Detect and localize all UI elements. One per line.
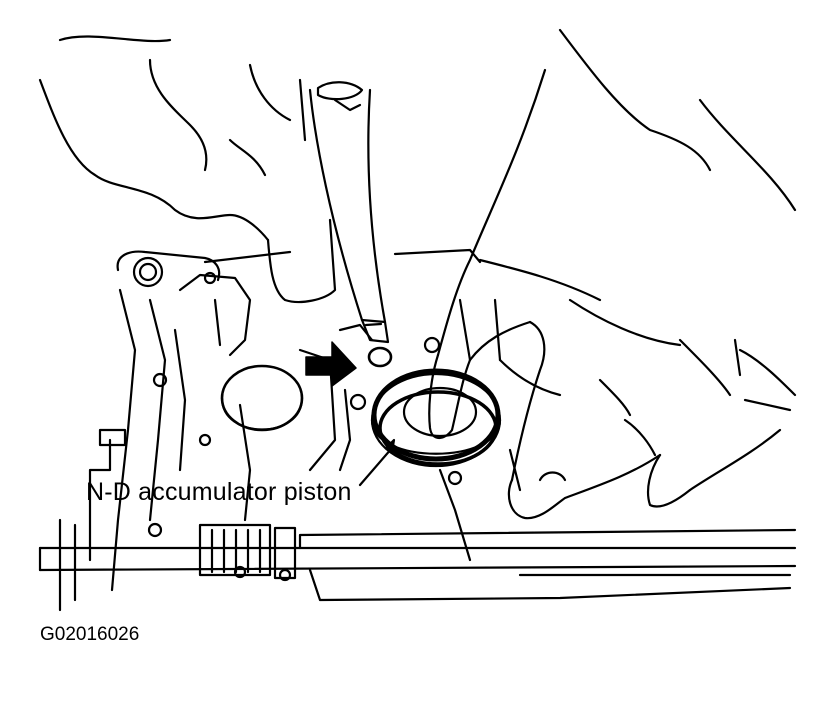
figure-id: G02016026 bbox=[40, 624, 140, 645]
shaft-rod bbox=[40, 530, 795, 600]
air-nozzle-tube bbox=[310, 82, 388, 342]
part-callout-label: N-D accumulator piston bbox=[86, 478, 352, 506]
callout-leader bbox=[360, 440, 394, 485]
valve-body-housing bbox=[60, 250, 600, 610]
right-hand bbox=[429, 30, 795, 518]
left-hand bbox=[40, 36, 335, 301]
solid-arrow-right-icon bbox=[306, 342, 356, 386]
accumulator-piston bbox=[372, 371, 500, 466]
